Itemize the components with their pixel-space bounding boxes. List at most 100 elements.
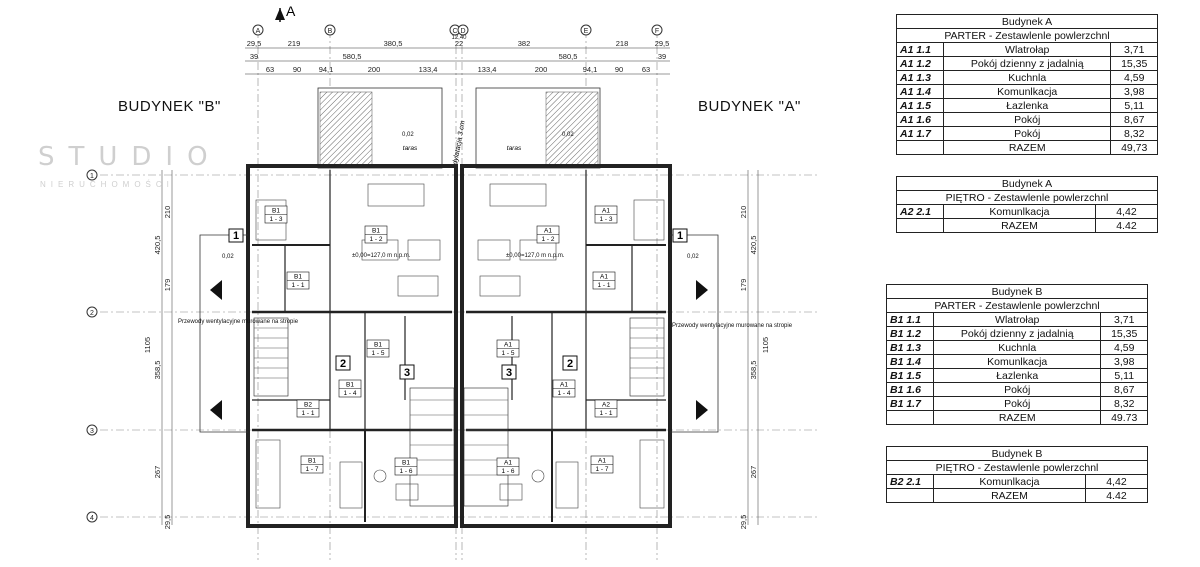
svg-text:267: 267 bbox=[749, 466, 758, 479]
svg-text:D: D bbox=[460, 28, 465, 35]
svg-text:0,02: 0,02 bbox=[222, 254, 234, 260]
room-tag: B11 - 4 bbox=[338, 379, 362, 398]
room-tag-unit: A1 bbox=[544, 228, 552, 235]
svg-text:taras: taras bbox=[403, 145, 418, 152]
svg-text:380,5: 380,5 bbox=[384, 39, 403, 48]
vent-note-right: Przewody wentylacyjne murowane na stropi… bbox=[672, 323, 793, 329]
room-tag-number: 1 - 1 bbox=[301, 410, 314, 417]
room-tag: A11 - 5 bbox=[496, 339, 520, 358]
room-tag-number: 1 - 1 bbox=[597, 282, 610, 289]
svg-text:133,4: 133,4 bbox=[419, 65, 438, 74]
axis-bubble-d: D bbox=[457, 24, 469, 36]
room-tag-number: 1 - 5 bbox=[501, 350, 514, 357]
room-tag-number: 1 - 1 bbox=[599, 410, 612, 417]
room-tag-number: 1 - 6 bbox=[501, 468, 514, 475]
table-building-b-upper: Budynek B PIĘTRO - Zestawlenle powlerzch… bbox=[886, 446, 1149, 503]
room-tag-unit: B1 bbox=[308, 458, 316, 465]
svg-text:A: A bbox=[286, 3, 296, 19]
room-tag: B21 - 1 bbox=[296, 399, 320, 418]
room-tag-number: 1 - 2 bbox=[541, 236, 554, 243]
room-tag-unit: B1 bbox=[402, 460, 410, 467]
svg-text:F: F bbox=[655, 28, 659, 35]
stair-number: 1 bbox=[228, 228, 244, 243]
stair-number: 1 bbox=[672, 228, 688, 243]
room-tag: B11 - 2 bbox=[364, 225, 388, 244]
stair-number: 2 bbox=[562, 355, 578, 371]
room-tag: A11 - 7 bbox=[590, 455, 614, 474]
axis-bubble-2: 2 bbox=[86, 306, 98, 318]
room-tag: A21 - 1 bbox=[594, 399, 618, 418]
svg-text:218: 218 bbox=[616, 39, 629, 48]
svg-text:29,5: 29,5 bbox=[655, 39, 670, 48]
svg-text:580,5: 580,5 bbox=[343, 52, 362, 61]
dilatation-label: dylatacja 3 cm bbox=[452, 120, 467, 165]
svg-text:63: 63 bbox=[266, 65, 274, 74]
building-b-outline bbox=[246, 164, 458, 528]
svg-text:22: 22 bbox=[455, 39, 463, 48]
svg-text:90: 90 bbox=[293, 65, 301, 74]
svg-text:2: 2 bbox=[340, 358, 346, 370]
axis-bubble-1: 1 bbox=[86, 169, 98, 181]
svg-text:0,02: 0,02 bbox=[562, 132, 574, 138]
svg-text:90: 90 bbox=[615, 65, 623, 74]
svg-text:133,4: 133,4 bbox=[478, 65, 497, 74]
building-b-label: BUDYNEK "B" bbox=[118, 98, 221, 115]
svg-text:±0,00=127,0 m n.p.m.: ±0,00=127,0 m n.p.m. bbox=[506, 253, 565, 259]
table-title: Budynek A bbox=[896, 176, 1158, 191]
room-tag-unit: B2 bbox=[304, 402, 312, 409]
svg-text:94,1: 94,1 bbox=[319, 65, 334, 74]
svg-text:420,5: 420,5 bbox=[749, 236, 758, 255]
svg-text:1: 1 bbox=[90, 173, 94, 180]
room-tag-unit: A1 bbox=[560, 382, 568, 389]
room-tag-unit: B1 bbox=[372, 228, 380, 235]
watermark-subtitle: NIERUCHOMOŚCI bbox=[40, 180, 174, 189]
room-tag: B11 - 7 bbox=[300, 455, 324, 474]
table-building-a-upper: Budynek A PIĘTRO - Zestawlenle powlerzch… bbox=[896, 176, 1159, 233]
vent-note-left: Przewody wentylacyjne murowane na stropi… bbox=[178, 319, 299, 325]
room-tag-number: 1 - 7 bbox=[305, 466, 318, 473]
room-tag: A11 - 1 bbox=[592, 271, 616, 290]
watermark-studio: STUDIO bbox=[38, 142, 222, 172]
svg-text:C: C bbox=[452, 28, 457, 35]
stair-number: 2 bbox=[335, 355, 351, 371]
room-tag-unit: B1 bbox=[346, 382, 354, 389]
table-title: Budynek B bbox=[886, 284, 1148, 299]
room-tag: B11 - 1 bbox=[286, 271, 310, 290]
room-tag-number: 1 - 2 bbox=[369, 236, 382, 243]
building-a-label: BUDYNEK "A" bbox=[698, 98, 801, 115]
room-tag-unit: B1 bbox=[272, 208, 280, 215]
stair-number: 3 bbox=[501, 364, 517, 380]
room-tag-number: 1 - 5 bbox=[371, 350, 384, 357]
room-tag: A11 - 6 bbox=[496, 457, 520, 476]
svg-text:580,5: 580,5 bbox=[559, 52, 578, 61]
table-building-a-ground: Budynek A PARTER - Zestawlenle powlerzch… bbox=[896, 14, 1158, 155]
svg-text:4: 4 bbox=[90, 515, 94, 522]
terrace-right: taras bbox=[475, 87, 601, 169]
room-tag-unit: A2 bbox=[602, 402, 610, 409]
svg-text:179: 179 bbox=[739, 279, 748, 292]
svg-text:12,40: 12,40 bbox=[451, 35, 467, 41]
svg-text:358,5: 358,5 bbox=[153, 361, 162, 380]
terrace-left: taras bbox=[317, 87, 443, 169]
room-tag-unit: A1 bbox=[598, 458, 606, 465]
room-tag: B11 - 5 bbox=[366, 339, 390, 358]
svg-text:29,5: 29,5 bbox=[247, 39, 262, 48]
svg-text:taras: taras bbox=[507, 145, 522, 152]
axis-bubble-f: F bbox=[651, 24, 663, 36]
building-a-outline bbox=[460, 164, 672, 528]
table-building-b-ground: Budynek B PARTER - Zestawlenle powlerzch… bbox=[886, 284, 1148, 425]
svg-text:3: 3 bbox=[404, 367, 410, 379]
svg-text:1105: 1105 bbox=[143, 337, 152, 353]
